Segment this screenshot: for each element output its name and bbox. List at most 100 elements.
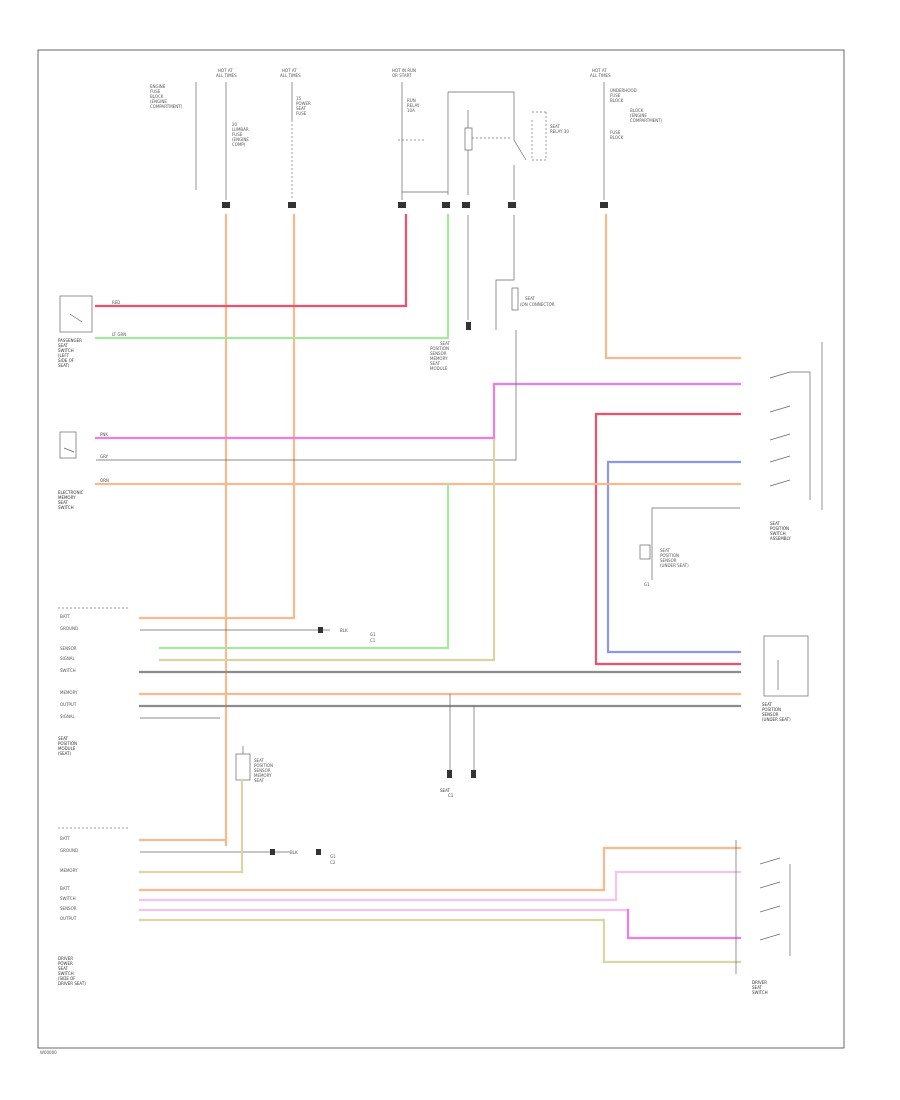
svg-text:20: 20 [232,122,238,127]
left-comp1-switch [69,313,83,323]
svg-text:SENSOR: SENSOR [430,351,447,356]
fuse1-label-b: ALL TIMES [216,73,237,78]
svg-text:SEAT: SEAT [254,778,264,783]
right-comp4-switches [759,857,791,956]
svg-text:FUSE: FUSE [296,111,307,116]
left-comp3-label: SEAT POSITION MODULE (SEAT) [58,736,77,756]
wire-tan-m1 [158,438,496,662]
svg-text:SEAT: SEAT [770,521,780,526]
svg-text:POSITION: POSITION [762,707,781,712]
wire-code-blk2: BLK [290,850,298,855]
svg-text:POWER: POWER [58,961,73,966]
left-comp2-box [59,431,77,459]
svg-text:SENSOR: SENSOR [660,558,677,563]
fuse4-desc: FUSE BLOCK [610,130,624,140]
svg-text:G1: G1 [370,632,376,637]
svg-text:POSITION: POSITION [430,346,449,351]
wire-code-blk: BLK [340,628,348,633]
svg-text:SIGNAL: SIGNAL [60,656,76,661]
svg-text:BLOCK: BLOCK [610,135,624,140]
wire-code-orn: ORN [100,478,109,483]
svg-text:(SIDE OF: (SIDE OF [58,976,76,981]
svg-text:SENSOR: SENSOR [254,768,271,773]
svg-text:SWITCH: SWITCH [752,990,768,995]
mid-ground-label: SEAT C1 [440,788,454,798]
relay-coil [464,127,473,151]
svg-text:C1: C1 [448,793,454,798]
svg-text:BLOCK: BLOCK [630,108,644,113]
svg-text:SIGNAL: SIGNAL [60,714,76,719]
wire-orange-fuse4 [604,213,742,360]
svg-text:SEAT: SEAT [58,500,68,505]
module1-pins: BATT GROUND SENSOR SIGNAL SWITCH MEMORY … [60,614,78,719]
svg-text:15: 15 [296,96,302,101]
fuse-small [511,287,519,311]
svg-text:MEMORY: MEMORY [430,356,448,361]
right-comp1-label: SEAT POSITION SWITCH ASSEMBLY [770,521,791,541]
svg-text:GROUND: GROUND [60,626,78,631]
svg-text:BLOCK: BLOCK [610,98,624,103]
fuse2-label-b: ALL TIMES [280,73,301,78]
svg-text:SEAT: SEAT [660,548,670,553]
wire-code-red: RED [112,300,120,305]
svg-text:OUTPUT: OUTPUT [60,916,77,921]
svg-text:MEMORY: MEMORY [58,495,76,500]
svg-text:SWITCH: SWITCH [60,668,76,673]
relay-block: SEAT RELAY 30 [447,91,569,200]
svg-text:DRIVER SEAT): DRIVER SEAT) [58,981,86,986]
svg-text:RELAY 30: RELAY 30 [550,129,569,134]
svg-text:COMPARTMENT): COMPARTMENT) [630,118,663,123]
wire-code-ltgrn: LT GRN [112,332,126,337]
wire-code-pnk: PNK [100,432,108,437]
ground-label: G1 [644,582,650,587]
svg-text:MEMORY: MEMORY [60,868,78,873]
connector-row-top [222,202,608,208]
svg-text:SWITCH: SWITCH [58,348,74,353]
svg-text:SEAT: SEAT [58,736,68,741]
wire-red-fuse3 [94,213,408,308]
svg-text:(UNDER SEAT): (UNDER SEAT) [660,563,689,568]
svg-text:G1: G1 [330,854,336,859]
splice-m1 [318,627,323,633]
svg-text:SEAT: SEAT [58,343,68,348]
right-comp3-box [763,635,809,697]
wire-relay-right [495,215,515,330]
svg-text:RELAY: RELAY [407,103,420,108]
svg-text:SENSOR: SENSOR [60,906,77,911]
left-comp2-switch [63,447,75,453]
svg-text:POSITION: POSITION [770,526,789,531]
fuse2-label-a: HOT AT [282,68,297,73]
wire-blue [606,460,742,654]
fuse1-label-a: HOT AT [218,68,233,73]
svg-text:SEAT): SEAT) [58,363,70,368]
svg-text:DRIVER: DRIVER [58,956,73,961]
wire-gray-left [96,330,517,461]
wire-green-mid [158,482,450,650]
module2-note: G1 C2 [330,854,336,865]
svg-text:SENSOR: SENSOR [60,646,77,651]
fuse1-desc: 20 LUMBAR FUSE (ENGINE COMP) [232,122,249,147]
module2-pins: BATT GROUND MEMORY BATT SWITCH SENSOR OU… [60,836,78,921]
svg-text:FUSE: FUSE [150,89,161,94]
svg-text:(ENGINE: (ENGINE [630,113,647,118]
svg-text:(ENGINE: (ENGINE [232,137,249,142]
splice-m2b [316,849,321,855]
wire-tan-m2 [138,778,244,874]
svg-text:10A: 10A [407,108,415,113]
svg-text:FUSE: FUSE [232,132,243,137]
footer-code: W00000 [40,1050,57,1055]
svg-text:(LEFT: (LEFT [58,353,70,358]
right-comp2-box [639,544,651,560]
left-comp1-box [59,295,93,333]
svg-text:MEMORY: MEMORY [254,773,272,778]
svg-text:DRIVER: DRIVER [752,980,767,985]
power-dist-label: ENGINE FUSE BLOCK (ENGINE COMPARTMENT) [150,84,183,109]
svg-text:MODULE: MODULE [58,746,76,751]
svg-text:POWER: POWER [296,101,311,106]
splice-m2 [270,849,275,855]
svg-text:(ENGINE: (ENGINE [150,99,167,104]
right-comp4-label: DRIVER SEAT SWITCH [752,980,768,995]
svg-text:SWITCH: SWITCH [58,971,74,976]
right-comp2-label: SEAT POSITION SENSOR (UNDER SEAT) [660,548,689,568]
